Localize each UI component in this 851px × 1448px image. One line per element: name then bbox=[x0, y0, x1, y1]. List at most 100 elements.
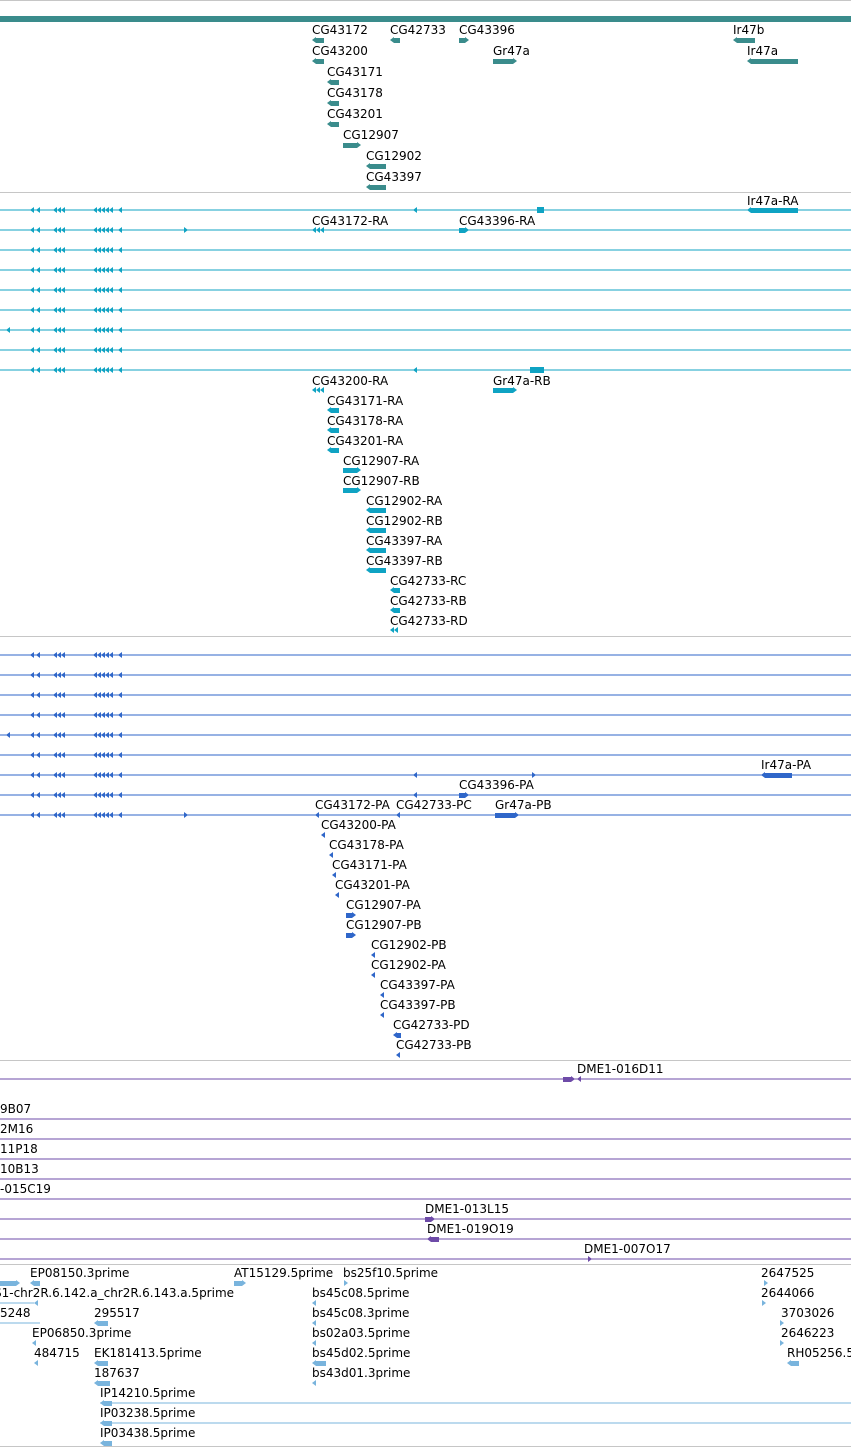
exon-marker[interactable] bbox=[97, 367, 101, 373]
exon-marker[interactable] bbox=[93, 692, 97, 698]
exon-marker[interactable] bbox=[61, 247, 65, 253]
exon-marker[interactable] bbox=[101, 207, 105, 213]
exon-marker[interactable] bbox=[109, 752, 113, 758]
exon-marker[interactable] bbox=[53, 267, 57, 273]
strand-arrow-left[interactable] bbox=[6, 732, 10, 738]
exon-marker[interactable] bbox=[105, 792, 109, 798]
exon-marker[interactable] bbox=[30, 247, 34, 253]
exon-marker[interactable] bbox=[53, 712, 57, 718]
exon-marker[interactable] bbox=[109, 207, 113, 213]
feature-block[interactable] bbox=[104, 1441, 112, 1446]
feature-block[interactable] bbox=[343, 488, 357, 493]
exon-marker[interactable] bbox=[105, 752, 109, 758]
exon-marker[interactable] bbox=[53, 327, 57, 333]
exon-marker[interactable] bbox=[118, 227, 122, 233]
exon-marker[interactable] bbox=[118, 347, 122, 353]
strand-arrow-left[interactable] bbox=[335, 892, 339, 898]
exon-marker[interactable] bbox=[30, 672, 34, 678]
strand-arrow-left[interactable] bbox=[321, 832, 325, 838]
transcript-label[interactable]: CG43397-RA bbox=[366, 534, 443, 548]
exon-marker[interactable] bbox=[61, 307, 65, 313]
strand-arrow-left[interactable] bbox=[394, 627, 398, 633]
exon-marker[interactable] bbox=[97, 327, 101, 333]
feature-block[interactable] bbox=[495, 813, 515, 818]
exon-marker[interactable] bbox=[93, 207, 97, 213]
feature-block[interactable] bbox=[751, 59, 798, 64]
transcript-label[interactable]: Ir47a-RA bbox=[747, 194, 799, 208]
exon-marker[interactable] bbox=[53, 307, 57, 313]
est-label[interactable]: S1-chr2R.6.142.a_chr2R.6.143.a.5prime bbox=[0, 1286, 235, 1300]
exon-marker[interactable] bbox=[93, 367, 97, 373]
exon-marker[interactable] bbox=[118, 267, 122, 273]
strand-arrow-left[interactable] bbox=[329, 852, 333, 858]
exon-marker[interactable] bbox=[105, 367, 109, 373]
exon-marker[interactable] bbox=[57, 772, 61, 778]
exon-marker[interactable] bbox=[118, 712, 122, 718]
strand-arrow-left[interactable] bbox=[327, 100, 331, 106]
exon-marker[interactable] bbox=[105, 732, 109, 738]
exon-marker[interactable] bbox=[30, 652, 34, 658]
exon-marker[interactable] bbox=[101, 712, 105, 718]
exon-marker[interactable] bbox=[30, 732, 34, 738]
exon-marker[interactable] bbox=[30, 207, 34, 213]
est-label[interactable]: EP08150.3prime bbox=[30, 1266, 130, 1280]
est-label[interactable]: 2644066 bbox=[761, 1286, 815, 1300]
strand-arrow-left[interactable] bbox=[371, 972, 375, 978]
protein-label[interactable]: CG12907-PB bbox=[346, 918, 422, 932]
feature-block[interactable] bbox=[370, 508, 386, 513]
exon-marker[interactable] bbox=[97, 792, 101, 798]
exon-marker[interactable] bbox=[36, 287, 40, 293]
exon-marker[interactable] bbox=[101, 652, 105, 658]
exon-marker[interactable] bbox=[97, 752, 101, 758]
exon-marker[interactable] bbox=[61, 347, 65, 353]
feature-block[interactable] bbox=[98, 1321, 108, 1326]
feature-block[interactable] bbox=[397, 1033, 401, 1038]
exon-marker[interactable] bbox=[101, 327, 105, 333]
strand-arrow-left[interactable] bbox=[32, 1340, 36, 1346]
protein-label[interactable]: CG43397-PA bbox=[380, 978, 455, 992]
protein-label[interactable]: CG43396-PA bbox=[459, 778, 534, 792]
strand-arrow-right[interactable] bbox=[352, 912, 356, 918]
exon-marker[interactable] bbox=[105, 227, 109, 233]
exon-marker[interactable] bbox=[36, 307, 40, 313]
exon-marker[interactable] bbox=[118, 672, 122, 678]
est-label[interactable]: 5248 bbox=[0, 1306, 31, 1320]
feature-block[interactable] bbox=[370, 528, 386, 533]
exon-marker[interactable] bbox=[61, 752, 65, 758]
feature-block[interactable] bbox=[459, 228, 465, 233]
strand-arrow-right[interactable] bbox=[513, 58, 517, 64]
feature-block[interactable] bbox=[104, 1421, 112, 1426]
exon-marker[interactable] bbox=[118, 692, 122, 698]
strand-arrow-left[interactable] bbox=[332, 872, 336, 878]
exon-marker[interactable] bbox=[109, 792, 113, 798]
exon-marker[interactable] bbox=[30, 287, 34, 293]
exon-marker[interactable] bbox=[93, 227, 97, 233]
exon-marker[interactable] bbox=[30, 347, 34, 353]
strand-arrow-left[interactable] bbox=[320, 227, 324, 233]
feature-block[interactable] bbox=[370, 568, 386, 573]
clone-label[interactable]: 2M16 bbox=[0, 1122, 34, 1136]
exon-marker[interactable] bbox=[93, 772, 97, 778]
est-label[interactable]: IP03438.5prime bbox=[100, 1426, 196, 1440]
exon-marker[interactable] bbox=[61, 792, 65, 798]
strand-arrow-left[interactable] bbox=[100, 1440, 104, 1446]
strand-arrow-left[interactable] bbox=[312, 1300, 316, 1306]
exon-marker[interactable] bbox=[105, 672, 109, 678]
protein-label[interactable]: CG12902-PA bbox=[371, 958, 446, 972]
exon-marker[interactable] bbox=[97, 772, 101, 778]
exon-marker[interactable] bbox=[118, 752, 122, 758]
strand-arrow-left[interactable] bbox=[366, 507, 370, 513]
exon-marker[interactable] bbox=[97, 712, 101, 718]
strand-arrow-right[interactable] bbox=[764, 1280, 768, 1286]
transcript-label[interactable]: CG12902-RA bbox=[366, 494, 443, 508]
feature-block[interactable] bbox=[98, 1381, 110, 1386]
strand-arrow-right[interactable] bbox=[357, 142, 361, 148]
strand-arrow-left[interactable] bbox=[413, 772, 417, 778]
est-label[interactable]: 3703026 bbox=[781, 1306, 835, 1320]
est-label[interactable]: bs25f10.5prime bbox=[343, 1266, 439, 1280]
exon-marker[interactable] bbox=[109, 672, 113, 678]
exon-marker[interactable] bbox=[109, 247, 113, 253]
protein-label[interactable]: Gr47a-PB bbox=[495, 798, 552, 812]
exon-marker[interactable] bbox=[53, 207, 57, 213]
est-label[interactable]: IP14210.5prime bbox=[100, 1386, 196, 1400]
